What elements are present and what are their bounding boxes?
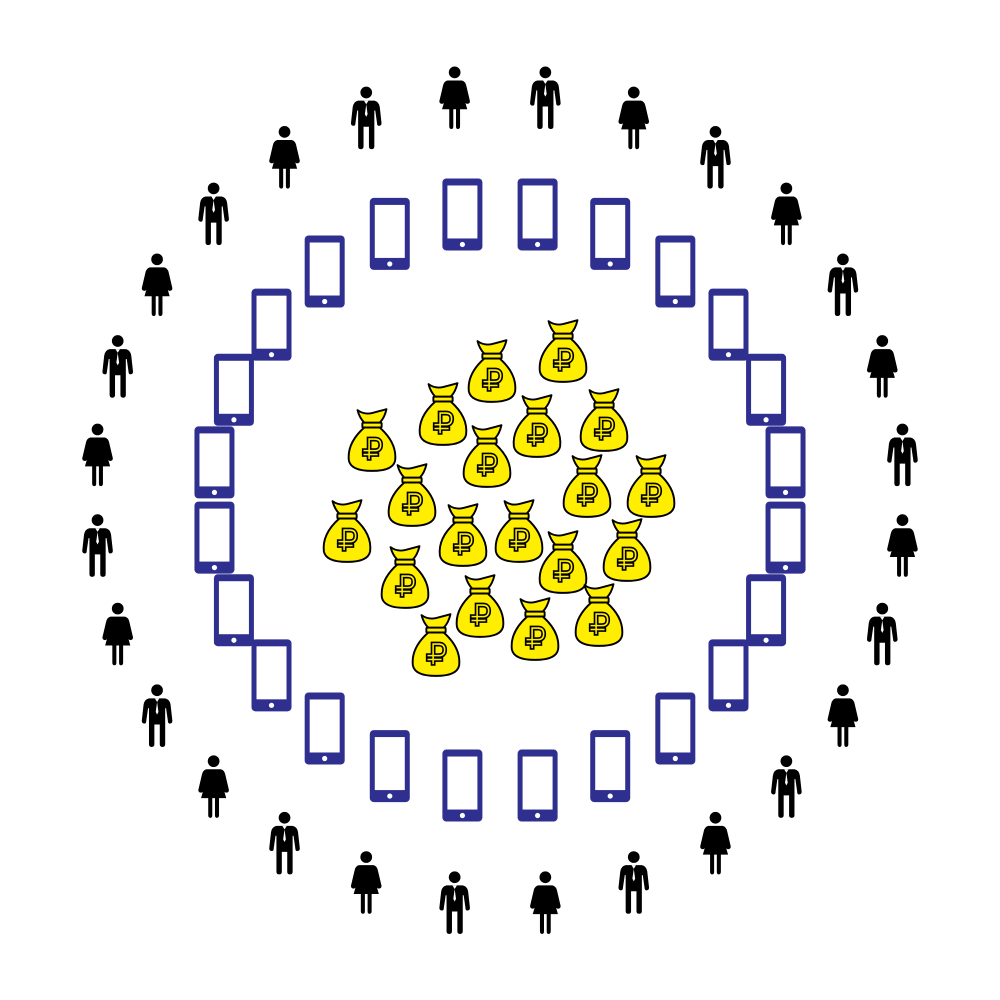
money-bag-icon <box>464 425 511 487</box>
person-male-icon <box>887 423 918 487</box>
money-bag-icon <box>389 464 436 526</box>
smartphone-icon <box>746 353 787 426</box>
person-male-icon <box>771 755 802 818</box>
person-male-icon <box>141 684 173 747</box>
smartphone-icon <box>369 197 410 270</box>
smartphone-icon <box>590 730 631 803</box>
person-female-icon <box>866 335 898 398</box>
person-female-icon <box>887 514 918 577</box>
money-bag-icon <box>349 409 396 471</box>
person-male-icon <box>439 871 470 934</box>
smartphone-icon <box>655 235 696 308</box>
money-bag-icon <box>514 395 561 457</box>
money-bag-icon <box>440 504 487 566</box>
money-bag-icon <box>413 614 460 676</box>
smartphone-icon <box>517 749 558 822</box>
smartphone-icon <box>213 353 254 426</box>
smartphone-icon <box>590 197 631 270</box>
smartphone-icon <box>251 639 292 712</box>
person-female-icon <box>269 126 300 189</box>
money-bag-icon <box>457 575 504 637</box>
money-bag-icon <box>469 340 516 402</box>
person-female-icon <box>700 811 731 875</box>
money-bag-icon <box>324 500 371 562</box>
person-male-icon <box>700 126 731 189</box>
smartphone-icon <box>369 730 410 803</box>
person-male-icon <box>198 182 229 246</box>
smartphone-icon <box>746 574 787 647</box>
smartphone-icon <box>194 426 235 499</box>
money-bag-icon <box>512 598 559 660</box>
money-bags-cluster <box>324 320 675 676</box>
money-bag-icon <box>604 519 651 581</box>
money-bag-icon <box>540 320 587 382</box>
smartphone-icon <box>655 692 696 765</box>
person-female-icon <box>771 182 802 246</box>
person-male-icon <box>82 514 113 577</box>
person-male-icon <box>618 851 650 914</box>
smartphone-icon <box>251 288 292 361</box>
money-bag-icon <box>564 455 611 517</box>
money-bag-icon <box>576 584 623 646</box>
money-bag-icon <box>420 383 467 445</box>
person-female-icon <box>198 755 229 818</box>
smartphone-icon <box>442 749 483 822</box>
money-bag-icon <box>496 500 543 562</box>
person-female-icon <box>141 253 173 317</box>
person-male-icon <box>530 66 561 130</box>
smartphone-icon <box>213 574 254 647</box>
smartphone-icon <box>708 639 749 712</box>
smartphone-icon <box>765 501 806 574</box>
person-male-icon <box>350 86 382 150</box>
money-bag-icon <box>628 455 675 517</box>
person-male-icon <box>827 253 859 317</box>
money-bag-icon <box>540 531 587 593</box>
person-male-icon <box>102 335 134 398</box>
person-male-icon <box>866 602 898 666</box>
people-ring <box>82 66 918 934</box>
person-female-icon <box>82 423 113 487</box>
smartphone-icon <box>517 178 558 251</box>
phones-ring <box>194 178 806 822</box>
smartphone-icon <box>442 178 483 251</box>
person-male-icon <box>269 811 300 875</box>
smartphone-icon <box>304 692 345 765</box>
person-female-icon <box>102 602 134 666</box>
person-female-icon <box>350 851 382 914</box>
person-female-icon <box>439 66 470 130</box>
person-female-icon <box>827 684 859 747</box>
smartphone-icon <box>708 288 749 361</box>
person-female-icon <box>618 86 650 150</box>
person-female-icon <box>530 871 561 934</box>
smartphone-icon <box>194 501 235 574</box>
smartphone-icon <box>304 235 345 308</box>
money-bag-icon <box>581 389 628 451</box>
smartphone-icon <box>765 426 806 499</box>
money-bag-icon <box>382 546 429 608</box>
